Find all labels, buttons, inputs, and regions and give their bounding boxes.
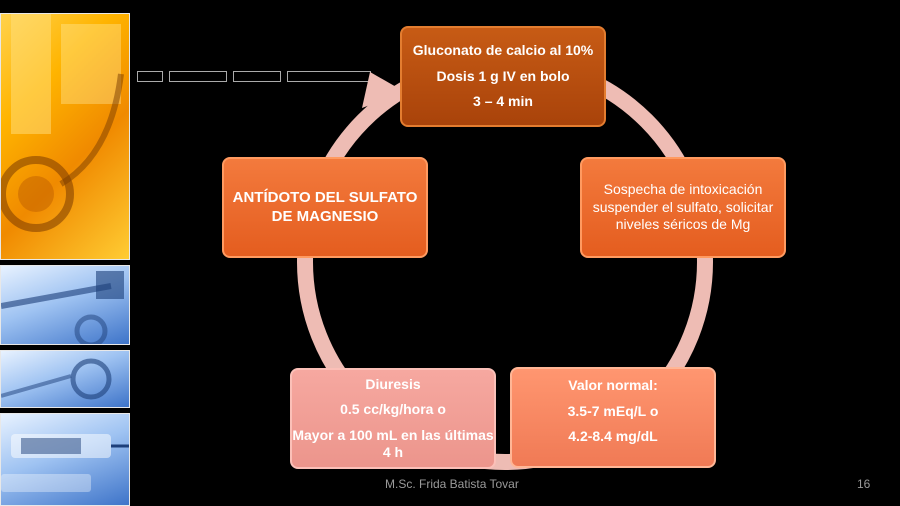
cycle-arrow-icon [362, 72, 405, 108]
decorative-photo-strip [0, 0, 132, 506]
medical-photo-blue-2 [0, 350, 130, 408]
medical-photo-blue-3 [0, 413, 130, 506]
stethoscope-image [1, 358, 112, 400]
node-line: ANTÍDOTO DEL SULFATO DE MAGNESIO [232, 188, 418, 225]
node-line: Valor normal: [568, 377, 658, 393]
node-line: Diuresis [365, 375, 421, 392]
slide-number: 16 [857, 477, 871, 491]
node-gluconato-calcio: Gluconato de calcio al 10% Dosis 1 g IV … [400, 26, 606, 127]
medical-photo-orange [0, 13, 130, 260]
node-line: 4.2-8.4 mg/dL [568, 428, 658, 444]
node-line: 3 – 4 min [473, 93, 533, 110]
node-antidoto-sulfato-magnesio: ANTÍDOTO DEL SULFATO DE MAGNESIO [222, 157, 428, 258]
node-line: Mayor a 100 mL en las últimas 4 h [292, 426, 494, 461]
footer-author: M.Sc. Frida Batista Tovar [385, 477, 519, 491]
stethoscope-image [1, 14, 124, 232]
node-diuresis: Diuresis 0.5 cc/kg/hora o Mayor a 100 mL… [290, 368, 496, 469]
stethoscope-image [1, 271, 124, 344]
node-line: Sospecha de intoxicación suspender el su… [592, 181, 774, 233]
node-sospecha-intoxicacion: Sospecha de intoxicación suspender el su… [580, 157, 786, 258]
node-line: Dosis 1 g IV en bolo [436, 67, 570, 84]
node-valor-normal: Valor normal: 3.5-7 mEq/L o 4.2-8.4 mg/d… [510, 367, 716, 468]
node-line: 3.5-7 mEq/L o [567, 402, 659, 419]
node-line: Gluconato de calcio al 10% [412, 42, 594, 59]
medical-photo-blue-1 [0, 265, 130, 345]
syringe-image [1, 434, 129, 492]
node-line: 0.5 cc/kg/hora o [340, 401, 446, 417]
